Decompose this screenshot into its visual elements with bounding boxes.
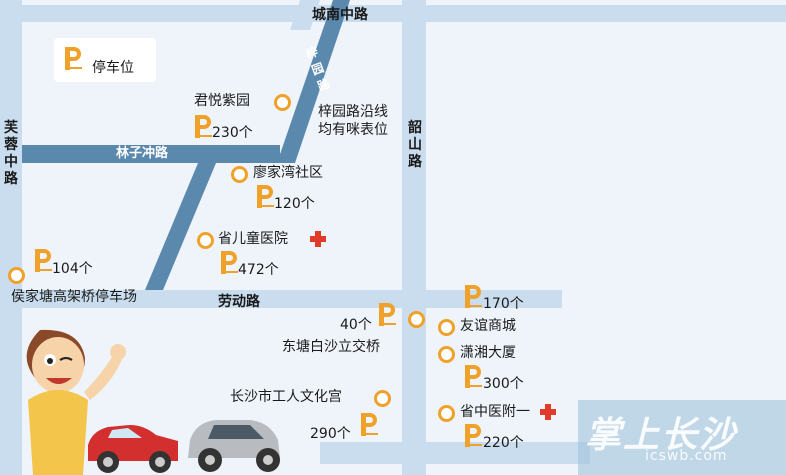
watermark-backdrop	[578, 400, 786, 475]
poi-dot-icon	[408, 311, 425, 328]
poi-dot-icon	[438, 319, 455, 336]
poi-junyue-name: 君悦紫园	[194, 93, 250, 109]
watermark-brand: 掌上长沙	[585, 415, 738, 456]
road-label-linzichong: 林子冲路	[116, 146, 169, 161]
poi-xiaoxiang-spaces: 300个	[483, 376, 524, 392]
car-icon-silver	[188, 420, 280, 472]
parking-icon	[195, 115, 212, 138]
poi-houjiatang-name: 侯家塘高架桥停车场	[11, 289, 137, 305]
parking-icon	[465, 285, 482, 308]
poi-dot-icon	[438, 405, 455, 422]
road-label-furong: 芙蓉中路	[4, 120, 18, 187]
road-bottom	[320, 442, 590, 464]
hospital-cross-icon	[310, 231, 326, 247]
road-label-shaoshan: 韶山路	[408, 120, 422, 170]
poi-dot-icon	[231, 166, 248, 183]
poi-liaojiawan-name: 廖家湾社区	[253, 165, 323, 181]
poi-youyi-spaces: 170个	[483, 296, 524, 312]
watermark-url: icswb.com	[645, 448, 728, 464]
parking-icon	[221, 251, 238, 274]
poi-hospital-one-name: 省中医附一	[460, 404, 530, 420]
road-label-laodong: 劳动路	[218, 294, 260, 310]
ziyuan-note-line2: 均有咪表位	[318, 122, 388, 138]
road-label-chengnan: 城南中路	[312, 7, 368, 23]
road-shaoshan	[402, 0, 426, 475]
road-linzichong	[22, 145, 280, 163]
poi-workers-palace-name: 长沙市工人文化宫	[230, 389, 342, 405]
parking-icon	[35, 249, 52, 272]
poi-dot-icon	[438, 346, 455, 363]
poi-dot-icon	[197, 232, 214, 249]
parking-icon	[465, 365, 482, 388]
cartoon-mascot	[26, 329, 126, 475]
poi-youyi-name: 友谊商城	[460, 318, 516, 334]
parking-icon	[465, 424, 482, 447]
poi-junyue-spaces: 230个	[212, 125, 253, 141]
poi-workers-palace-spaces: 290个	[310, 426, 351, 442]
poi-houjiatang-spaces: 104个	[52, 261, 93, 277]
poi-hospital-one-spaces: 220个	[483, 435, 524, 451]
road-furong	[0, 0, 22, 475]
parking-icon	[257, 185, 274, 208]
poi-dot-icon	[374, 390, 391, 407]
poi-children-hospital-name: 省儿童医院	[218, 231, 288, 247]
ziyuan-note-line1: 梓园路沿线	[318, 104, 388, 120]
hospital-cross-icon	[540, 404, 556, 420]
parking-icon	[65, 47, 82, 70]
legend-label: 停车位	[92, 60, 134, 76]
poi-liaojiawan-spaces: 120个	[274, 196, 315, 212]
poi-xiaoxiang-name: 潇湘大厦	[460, 345, 516, 361]
road-ziyuan	[277, 0, 350, 163]
poi-children-hospital-spaces: 472个	[238, 262, 279, 278]
parking-icon	[379, 303, 396, 326]
road-linzi-diag	[145, 163, 216, 290]
poi-dot-icon	[8, 267, 25, 284]
parking-icon	[361, 413, 378, 436]
road-laodong	[0, 290, 562, 308]
car-icon-red	[88, 425, 178, 473]
poi-dongtang-name: 东塘白沙立交桥	[282, 339, 380, 355]
poi-dot-icon	[274, 94, 291, 111]
poi-dongtang-spaces: 40个	[340, 317, 372, 333]
road-chengnan	[0, 5, 786, 22]
road-diag	[290, 0, 320, 30]
